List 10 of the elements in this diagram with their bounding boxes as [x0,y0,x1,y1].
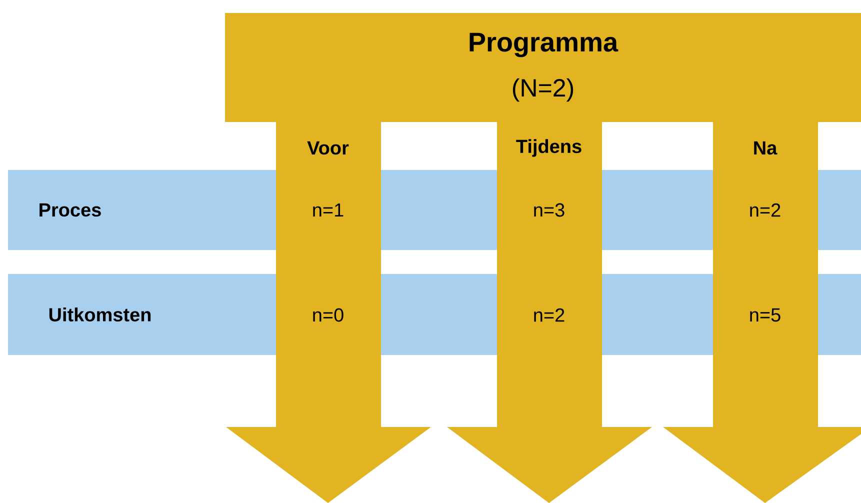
node-label: Voor [307,141,349,155]
cell-value: n=2 [750,203,780,217]
cell-value: n=5 [750,308,780,322]
cell-value: n=2 [534,308,564,322]
node-label: Tijdens [516,139,582,157]
cell-value: n=3 [534,203,564,217]
cell-value: n=1 [313,203,344,217]
title-banner: Programma (N=2) [225,13,861,122]
node-label: Na [754,141,778,155]
cell-value: n=0 [313,308,344,322]
